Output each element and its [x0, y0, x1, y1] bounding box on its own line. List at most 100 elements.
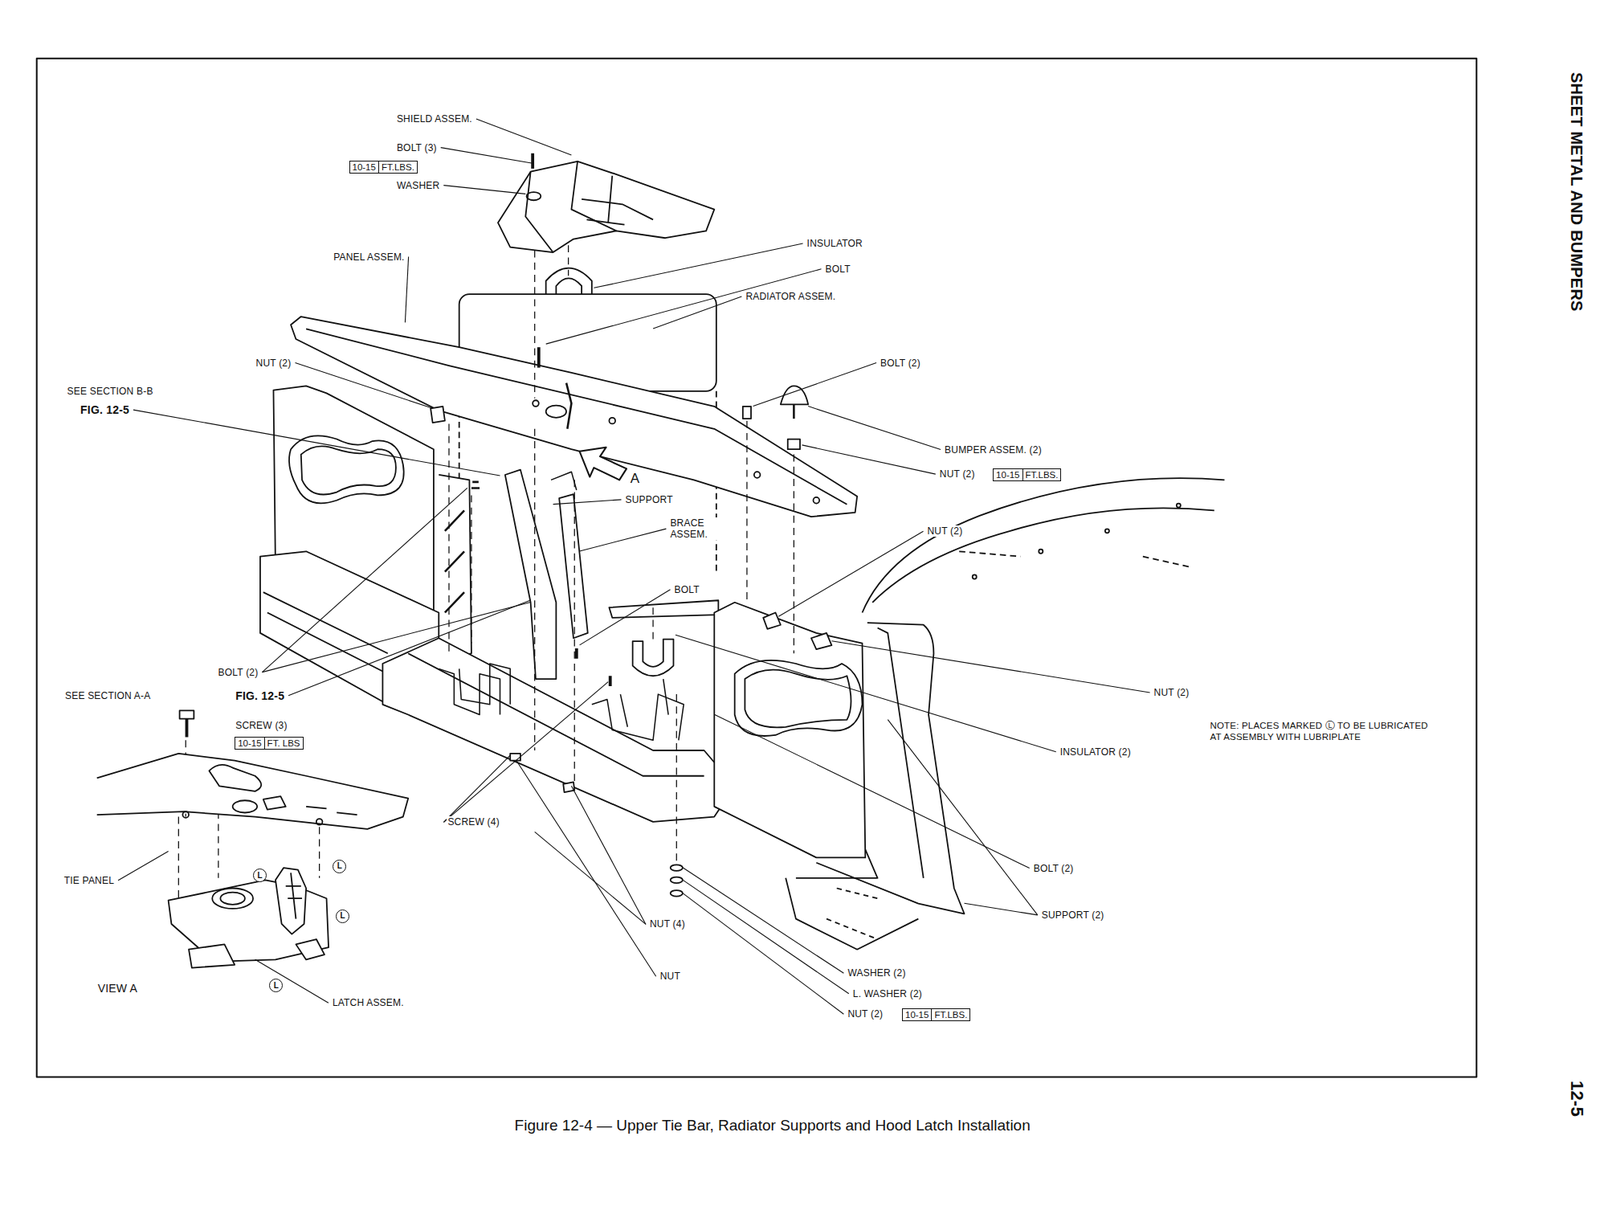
node-text: 10-15	[235, 737, 264, 749]
leader-line	[682, 879, 849, 994]
leader-line	[579, 589, 671, 645]
part-label: TIE PANEL	[63, 874, 115, 886]
note-text: NOTE: PLACES MARKED Ⓛ TO BE LUBRICATED A…	[1208, 719, 1441, 743]
page-header: SHEET METAL AND BUMPERS	[1567, 71, 1586, 313]
node-text: FT.LBS.	[1022, 469, 1062, 481]
leader-line	[546, 269, 822, 344]
drawing-stroke	[532, 400, 539, 407]
node-text: FT.LBS.	[378, 161, 417, 173]
leader-line	[887, 719, 1038, 915]
drawing-stroke	[670, 877, 683, 884]
frame	[36, 58, 1478, 1078]
leader-line	[255, 959, 329, 1003]
drawing-stroke	[510, 753, 575, 792]
leader-line	[261, 602, 531, 673]
leader-line	[516, 760, 657, 977]
leader-line	[261, 487, 467, 672]
drawing-stroke	[581, 199, 654, 225]
part-label: WASHER (2)	[846, 967, 907, 979]
drawing-stroke	[546, 405, 567, 418]
shield-assembly	[497, 153, 715, 253]
drawing-stroke	[1176, 503, 1181, 508]
part-label: LATCH ASSEM.	[331, 996, 405, 1009]
drawing-stroke	[526, 191, 542, 200]
part-label: NUT (2)	[846, 1008, 884, 1020]
drawing-stroke	[754, 471, 761, 478]
leader-line	[714, 714, 1029, 868]
drawing-stroke	[744, 669, 851, 728]
leader-line	[675, 634, 1057, 752]
leader-line	[802, 444, 936, 474]
drawing-stroke	[382, 637, 735, 822]
part-label: NUT	[659, 970, 682, 982]
drawing-stroke	[525, 161, 617, 253]
drawing-stroke	[289, 435, 405, 503]
drawing-stroke	[530, 153, 535, 169]
drawing-stroke	[301, 445, 396, 494]
part-label: BOLT	[673, 583, 701, 596]
leader-line	[288, 600, 531, 696]
drawing-stroke	[785, 877, 919, 950]
drawing-stroke	[632, 639, 674, 677]
leader-line	[579, 528, 667, 552]
drawing-stroke	[872, 507, 1215, 603]
drawing-stroke	[959, 551, 1189, 567]
leader-line	[440, 147, 534, 164]
part-label: SCREW (3)	[234, 719, 288, 731]
node-text: 10-15	[902, 1008, 931, 1021]
lubrication-mark: L	[332, 859, 347, 874]
drawing-stroke	[676, 693, 678, 863]
drawing-stroke	[470, 494, 472, 643]
view-title: VIEW A	[97, 982, 139, 994]
drawing-stroke	[97, 753, 409, 829]
part-label: BOLT	[824, 263, 852, 275]
drawing-stroke	[746, 420, 747, 603]
part-label: BOLT (2)	[879, 357, 922, 369]
drawing-stroke	[534, 428, 535, 751]
drawing-stroke	[1105, 528, 1110, 533]
drawing-stroke	[742, 406, 752, 419]
leader-line	[404, 257, 409, 323]
right-front-end	[714, 477, 1225, 914]
drawing-stroke	[579, 447, 627, 481]
leader-line	[476, 118, 572, 156]
drawing-stroke	[263, 591, 388, 674]
part-label: NUT (2)	[938, 468, 976, 480]
drawing-stroke	[787, 439, 800, 450]
part-label: BOLT (3)	[395, 142, 438, 154]
view-arrow-letter: A	[629, 471, 641, 486]
part-label: INSULATOR	[806, 237, 864, 249]
drawing-stroke	[295, 938, 325, 960]
drawing-stroke	[316, 818, 323, 825]
part-label: INSULATOR (2)	[1059, 746, 1132, 758]
drawing-stroke	[608, 600, 719, 618]
lower-insulator	[632, 639, 674, 677]
drawing-stroke	[576, 648, 611, 686]
leader-line	[682, 867, 845, 974]
node-text: 10-15	[350, 161, 379, 173]
drawing-stroke	[792, 404, 796, 419]
part-label: SCREW (4)	[446, 816, 500, 828]
latch-assembly	[168, 867, 329, 968]
node-text: FT. LBS	[264, 737, 303, 749]
part-label: NUT (2)	[926, 525, 964, 537]
drawing-stroke	[972, 574, 977, 579]
screw-icon	[179, 710, 195, 737]
leader-line	[778, 530, 923, 617]
drawing-stroke	[574, 479, 576, 784]
lubrication-mark: L	[335, 909, 350, 923]
bumpers-and-fasteners	[430, 385, 832, 896]
part-label: RADIATOR ASSEM.	[744, 290, 837, 303]
drawing-stroke	[861, 477, 1225, 613]
node-text: L	[257, 871, 263, 880]
leader-line	[295, 363, 433, 409]
figure-reference: FIG. 12-5	[234, 689, 286, 702]
leader-line	[118, 851, 169, 881]
part-label: L. WASHER (2)	[852, 987, 923, 1000]
part-label: WASHER	[395, 179, 441, 192]
leader-line	[964, 902, 1038, 915]
drawing-stroke	[430, 406, 445, 423]
drawing-stroke	[444, 510, 465, 613]
drawing-stroke	[816, 622, 964, 914]
drawing-stroke	[763, 612, 781, 629]
